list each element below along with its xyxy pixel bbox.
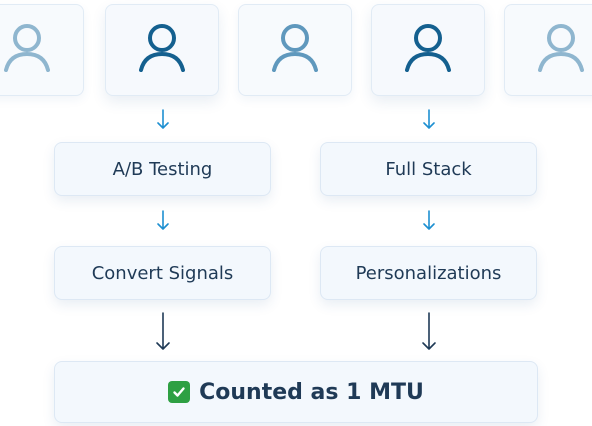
user-card-1 (0, 4, 84, 96)
result-label: Counted as 1 MTU (199, 379, 424, 405)
ab-testing-box: A/B Testing (54, 142, 271, 196)
user-icon (0, 18, 57, 82)
arrow-down-icon (423, 210, 435, 230)
full-stack-box: Full Stack (320, 142, 537, 196)
result-box: Counted as 1 MTU (54, 361, 538, 423)
arrow-down-icon (157, 210, 169, 230)
user-icon (132, 18, 192, 82)
user-card-4 (371, 4, 485, 96)
ab-testing-label: A/B Testing (112, 158, 213, 180)
convert-signals-label: Convert Signals (91, 262, 234, 284)
arrow-down-icon (156, 312, 170, 350)
personalizations-box: Personalizations (320, 246, 537, 300)
full-stack-label: Full Stack (385, 158, 472, 180)
arrow-down-icon (422, 312, 436, 350)
convert-signals-box: Convert Signals (54, 246, 271, 300)
user-card-2 (105, 4, 219, 96)
arrow-down-icon (157, 109, 169, 129)
user-card-3 (238, 4, 352, 96)
user-card-5 (504, 4, 592, 96)
user-icon (265, 18, 325, 82)
user-icon (398, 18, 458, 82)
check-mark-icon (168, 381, 191, 403)
personalizations-label: Personalizations (355, 262, 502, 284)
user-icon (531, 18, 591, 82)
arrow-down-icon (423, 109, 435, 129)
